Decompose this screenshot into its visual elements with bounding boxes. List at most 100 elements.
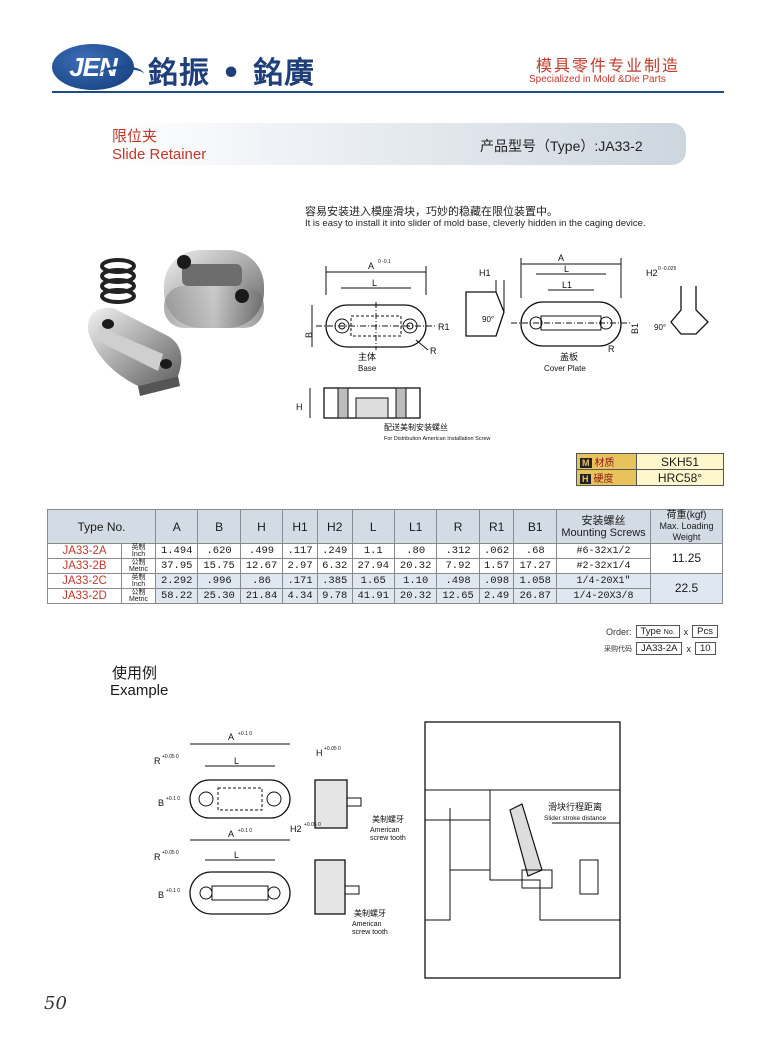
ex2-dim-b: B [158, 890, 164, 900]
dim-h2-tol: 0 -0.025 [658, 266, 677, 272]
cell-h: 12.67 [239, 558, 284, 574]
hardness-key: H [580, 474, 591, 484]
dim-h2-label: H2 [646, 268, 658, 278]
cover-dim-r: R [608, 344, 615, 354]
cell-b1: 17.27 [513, 558, 557, 574]
cover-plate-image [164, 250, 264, 328]
col-h2: H2 [316, 509, 353, 544]
slogan-en: Specialized in Mold &Die Parts [529, 74, 666, 85]
order-x: x [683, 626, 689, 637]
base-side-view: H1 90° R1 [438, 268, 505, 337]
cell-l1: 20.32 [393, 588, 438, 604]
slogan-cn: 模具零件专业制造 [536, 56, 681, 75]
cell-a: 2.292 [154, 573, 199, 589]
cell-h1: 2.97 [282, 558, 318, 574]
stroke-label-en: Slider stroke distance [544, 815, 607, 822]
col-screws-en: Mounting Screws [561, 526, 646, 539]
ex2-dim-a-tol: +0.1 0 [238, 828, 252, 834]
cell-screw: 1/4-20X1" [556, 573, 651, 589]
ex-thread-en1-2: American [352, 921, 382, 928]
ex-dim-b-tol: +0.1 0 [166, 796, 180, 802]
cell-h1: .171 [282, 573, 318, 589]
stroke-label-cn: 滑块行程距离 [548, 801, 602, 812]
top-technical-drawings: A 0 -0.1 L B R 主体 Base H1 90° R1 A L L1 [296, 253, 709, 442]
ex-dim-h: H [316, 748, 323, 758]
material-value: SKH51 [636, 453, 724, 470]
ex-thread-en1-1: American [370, 827, 400, 834]
cover-dim-b1: B1 [630, 323, 640, 334]
order-pcs-box: Pcs [692, 625, 719, 638]
cell-h2: 9.78 [316, 588, 353, 604]
col-r: R [436, 509, 480, 544]
ex-dim-b: B [158, 798, 164, 808]
cell-l: 1.65 [351, 573, 395, 589]
cell-load: 11.25 [650, 543, 723, 574]
ex-thread-cn-1: 美制螺牙 [372, 814, 404, 824]
order-code-box: JA33-2A [636, 642, 683, 655]
header-divider [52, 91, 724, 93]
ex-thread-en2-2: screw tooth [352, 929, 388, 936]
side-view-1: H +0.05 0 美制螺牙 American screw tooth [314, 746, 406, 842]
dim-h-label: H [296, 402, 303, 412]
cell-h1: .117 [282, 543, 318, 559]
ex2-dim-r: R [154, 852, 161, 862]
ex2-dim-r-tol: +0.05 0 [162, 850, 179, 856]
screw-label-en: For Distribution American Installation S… [384, 436, 490, 442]
hardness-label: 硬度 [593, 474, 614, 485]
cell-l1: 1.10 [393, 573, 438, 589]
cell-h2: .385 [316, 573, 353, 589]
cell-b: .996 [197, 573, 241, 589]
cell-l: 27.94 [351, 558, 395, 574]
cell-l: 41.91 [351, 588, 395, 604]
order-label: Order: [606, 626, 632, 637]
dim-l-label: L [372, 278, 377, 288]
cell-l1: 20.32 [393, 558, 438, 574]
cover-angle-label: 90° [654, 323, 666, 332]
material-key: M [580, 458, 592, 468]
cell-h: .499 [239, 543, 284, 559]
pocket-view-1: A +0.1 0 L R +0.05 0 B +0.1 0 [154, 731, 291, 819]
row-type: JA33-2A [47, 543, 122, 559]
cell-r1: .098 [478, 573, 515, 589]
ex-thread-en2-1: screw tooth [370, 835, 406, 842]
cell-h: .86 [239, 573, 284, 589]
base-label-cn: 主体 [358, 351, 376, 362]
cover-side-view: H2 0 -0.025 90° [646, 266, 709, 335]
ex-dim-h2: H2 [290, 824, 302, 834]
cell-l1: .80 [393, 543, 438, 559]
cell-a: 37.95 [154, 558, 199, 574]
cell-l: 1.1 [351, 543, 395, 559]
product-title-en: Slide Retainer [112, 146, 207, 163]
col-l1: L1 [393, 509, 438, 544]
ex-dim-a-tol: +0.1 0 [238, 731, 252, 737]
product-model: 产品型号（Type）:JA33-2 [480, 138, 643, 154]
dim-a-label: A [368, 261, 374, 271]
product-title-cn: 限位夹 [112, 128, 158, 145]
dim-b-label: B [304, 332, 314, 338]
product-photo [87, 250, 264, 396]
page-number: 50 [44, 993, 67, 1014]
cover-dim-l: L [564, 264, 569, 274]
col-load: 荷重(kgf)Max. Loading Weight [650, 509, 723, 544]
cover-dim-l1: L1 [562, 280, 572, 290]
pocket-view-2: A +0.1 0 L R +0.05 0 B +0.1 0 [154, 828, 291, 915]
cell-b: .620 [197, 543, 241, 559]
example-drawings: A +0.1 0 L R +0.05 0 B +0.1 0 H +0.05 0 … [154, 721, 621, 979]
ex-dim-h2-tol: +0.05 0 [304, 822, 321, 828]
ex2-dim-l: L [234, 850, 239, 860]
row-type: JA33-2D [47, 588, 122, 604]
col-b: B [197, 509, 241, 544]
col-b1: B1 [513, 509, 557, 544]
col-h1: H1 [282, 509, 318, 544]
cell-h: 21.84 [239, 588, 284, 604]
ex-dim-h-tol: +0.05 0 [324, 746, 341, 752]
ex-thread-cn-2: 美制螺牙 [354, 908, 386, 918]
